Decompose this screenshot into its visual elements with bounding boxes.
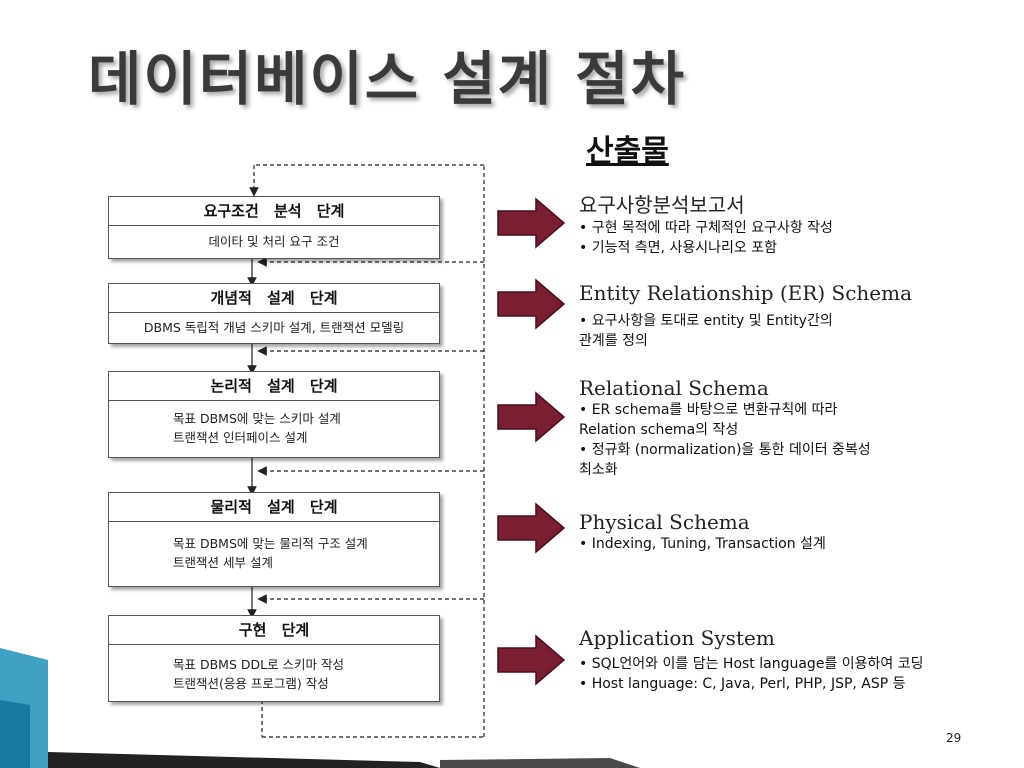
deliverable-line: • 요구사항을 토대로 entity 및 Entity간의 (579, 313, 833, 329)
stage-desc-line: 목표 DBMS에 맞는 스키마 설계 (173, 411, 341, 426)
deliverable-line: Relation schema의 작성 (579, 422, 739, 438)
deliverable-line: • Host language: C, Java, Perl, PHP, JSP… (579, 676, 906, 692)
stage-conceptual: 개념적 설계 단계 DBMS 독립적 개념 스키마 설계, 트랜잭션 모델링 (108, 283, 440, 344)
deliverable-line: • 구현 목적에 따라 구체적인 요구사항 작성 (579, 220, 833, 236)
stage-title: 요구조건 분석 단계 (109, 197, 439, 226)
stage-requirements: 요구조건 분석 단계 데이타 및 처리 요구 조건 (108, 196, 440, 259)
stage-desc: DBMS 독립적 개념 스키마 설계, 트랜잭션 모델링 (143, 320, 405, 335)
stage-title: 개념적 설계 단계 (109, 284, 439, 313)
right-arrow-icon (497, 634, 566, 686)
deliverable-title: Entity Relationship (ER) Schema (579, 281, 913, 305)
right-arrow-icon (497, 502, 566, 554)
deliverable-application-system: Application System • SQL언어와 이를 담는 Host l… (579, 626, 924, 694)
right-arrow-icon (497, 278, 566, 330)
deliverable-line: • ER schema를 바탕으로 변환규칙에 따라 (579, 402, 838, 418)
stage-desc-line: 트랜잭션 세부 설계 (173, 555, 273, 570)
stage-desc-line: 트랜잭션(응용 프로그램) 작성 (173, 676, 329, 691)
deliverable-line: • 기능적 측면, 사용시나리오 포함 (579, 240, 777, 256)
stage-title: 물리적 설계 단계 (109, 493, 439, 522)
output-heading: 산출물 (586, 134, 669, 169)
page-number: 29 (946, 731, 962, 745)
stage-physical: 물리적 설계 단계 목표 DBMS에 맞는 물리적 구조 설계 트랜잭션 세부 … (108, 492, 440, 587)
stage-title: 구현 단계 (109, 616, 439, 645)
deliverable-line: 최소화 (579, 462, 618, 478)
deliverable-physical-schema: Physical Schema • Indexing, Tuning, Tran… (579, 510, 826, 554)
slide-title: 데이터베이스 설계 절차 (88, 45, 686, 113)
stage-implementation: 구현 단계 목표 DBMS DDL로 스키마 작성 트랜잭션(응용 프로그램) … (108, 615, 440, 702)
right-arrow-icon (497, 197, 566, 249)
deliverable-title: Application System (579, 626, 775, 650)
deliverable-line: • SQL언어와 이를 담는 Host language를 이용하여 코딩 (579, 656, 924, 672)
deliverable-title: 요구사항분석보고서 (579, 193, 745, 217)
deliverable-line: • 정규화 (normalization)을 통한 데이터 중복성 (579, 442, 871, 458)
stage-desc: 데이타 및 처리 요구 조건 (208, 234, 340, 249)
stage-title: 논리적 설계 단계 (109, 372, 439, 401)
stage-desc: 목표 DBMS에 맞는 물리적 구조 설계 트랜잭션 세부 설계 (109, 522, 439, 586)
deliverable-requirements-report: 요구사항분석보고서 • 구현 목적에 따라 구체적인 요구사항 작성 • 기능적… (579, 189, 833, 258)
stage-desc-line: 트랜잭션 인터페이스 설계 (173, 430, 308, 445)
stage-desc-line: 목표 DBMS에 맞는 물리적 구조 설계 (173, 536, 368, 551)
deliverable-title: Relational Schema (579, 376, 769, 400)
deliverable-title: Physical Schema (579, 510, 750, 534)
stage-desc-line: 목표 DBMS DDL로 스키마 작성 (173, 657, 345, 672)
stage-desc: 목표 DBMS DDL로 스키마 작성 트랜잭션(응용 프로그램) 작성 (109, 645, 439, 701)
stage-desc: 목표 DBMS에 맞는 스키마 설계 트랜잭션 인터페이스 설계 (109, 401, 439, 457)
deliverable-er-schema: Entity Relationship (ER) Schema • 요구사항을 … (579, 281, 912, 351)
deliverable-line: 관계를 정의 (579, 333, 648, 349)
deliverable-line: • Indexing, Tuning, Transaction 설계 (579, 536, 826, 552)
right-arrow-icon (497, 391, 566, 443)
deliverable-relational-schema: Relational Schema • ER schema를 바탕으로 변환규칙… (579, 376, 871, 480)
stage-logical: 논리적 설계 단계 목표 DBMS에 맞는 스키마 설계 트랜잭션 인터페이스 … (108, 371, 440, 458)
